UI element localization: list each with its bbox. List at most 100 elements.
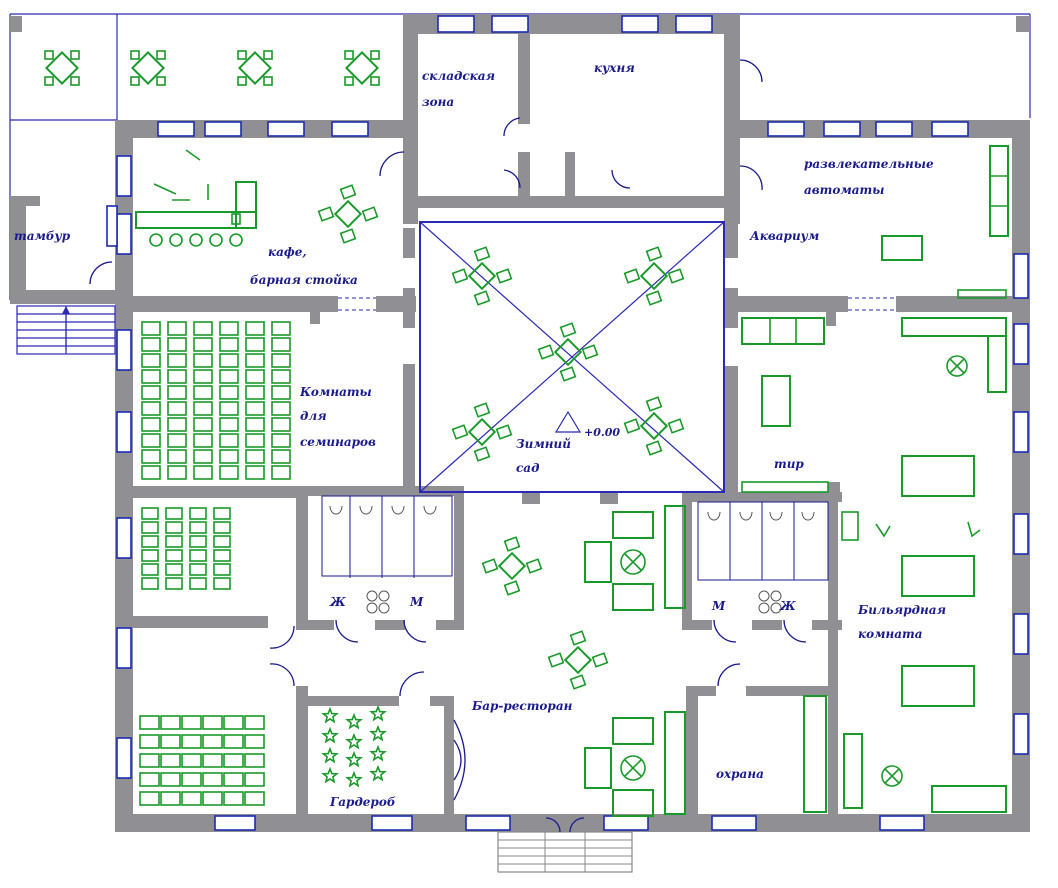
seminar-chair	[193, 353, 213, 368]
seminar-chair	[202, 772, 223, 787]
seminar-chair	[141, 353, 161, 368]
seminar-chair	[245, 417, 265, 432]
seminar-chair	[245, 337, 265, 352]
label-gaming-1: развлекательные	[804, 157, 934, 171]
hanger-star	[369, 704, 387, 722]
label-level-mark: +0.00	[584, 426, 620, 439]
terrace-tables	[44, 50, 380, 86]
seminar-chair	[271, 449, 291, 464]
label-service-2: зона	[422, 95, 454, 109]
seminar-chair	[141, 577, 159, 590]
seminar-chair	[245, 465, 265, 480]
terrace-table	[237, 50, 273, 86]
seminar-chair	[271, 465, 291, 480]
label-winter-2: сад	[516, 461, 539, 475]
hanger-star	[345, 712, 363, 730]
seminar-chair	[167, 353, 187, 368]
label-aquarium: Аквариум	[749, 229, 819, 243]
seminar-chair	[223, 715, 244, 730]
seminar-chair	[245, 353, 265, 368]
seminar-chair	[223, 791, 244, 806]
seminar-chair	[213, 563, 231, 576]
label-cafe-2: барная стойка	[250, 273, 358, 287]
entrance-steps-south	[497, 831, 633, 873]
seminar-chair	[244, 715, 265, 730]
seminar-chair	[245, 369, 265, 384]
dining-table	[623, 396, 685, 456]
seminar-chair	[213, 507, 231, 520]
seminar-chair	[139, 734, 160, 749]
label-seminar-2: для	[300, 409, 327, 423]
label-wc-zh-right: Ж	[779, 599, 796, 613]
hanger-star	[369, 764, 387, 782]
hanger-star	[369, 724, 387, 742]
seminar-chair	[181, 734, 202, 749]
seminar-chair	[219, 369, 239, 384]
seminar-chair	[271, 337, 291, 352]
seminar-chair	[202, 753, 223, 768]
hanger-star	[369, 744, 387, 762]
label-guard: охрана	[716, 767, 764, 781]
seminar-chair	[189, 521, 207, 534]
seminar-chair	[139, 772, 160, 787]
hanger-star	[345, 770, 363, 788]
seminar-chair	[244, 791, 265, 806]
seminar-chair	[141, 507, 159, 520]
seminar-chair	[141, 385, 161, 400]
seminar-chair	[160, 772, 181, 787]
seminar-chair	[219, 337, 239, 352]
seminar-chair	[193, 337, 213, 352]
label-wc-zh-left: Ж	[329, 595, 346, 609]
seminar-chair	[219, 401, 239, 416]
seminar-chair	[165, 577, 183, 590]
seminar-chair	[141, 449, 161, 464]
label-billiard-2: комната	[858, 627, 923, 641]
seminar-chair	[223, 734, 244, 749]
label-bar: Бар-ресторан	[471, 699, 573, 713]
label-cafe-1: кафе,	[268, 245, 307, 259]
seminar-chair	[160, 734, 181, 749]
seminar-chair	[141, 337, 161, 352]
seminar-chair	[167, 433, 187, 448]
seminar-chair	[181, 753, 202, 768]
seminar-chair	[160, 791, 181, 806]
seminar-chair	[160, 753, 181, 768]
seminar-chair	[271, 321, 291, 336]
seminar-chair	[165, 535, 183, 548]
seminar-chair	[213, 549, 231, 562]
hanger-star	[321, 706, 339, 724]
seminar-chair	[189, 549, 207, 562]
label-wc-m-right: М	[711, 599, 726, 613]
seminar-chair	[181, 772, 202, 787]
seminar-chair	[219, 321, 239, 336]
seminar-chair	[141, 521, 159, 534]
doors	[89, 59, 807, 833]
seminar-chair	[165, 563, 183, 576]
entry-arrow-icon	[62, 306, 70, 350]
seminar-chair	[167, 401, 187, 416]
label-wc-m-left: М	[409, 595, 424, 609]
label-tir: тир	[774, 457, 804, 471]
dining-table	[451, 402, 513, 462]
seminar-chair	[167, 385, 187, 400]
label-billiard-1: Бильярдная	[857, 603, 946, 617]
seminar-chair	[219, 385, 239, 400]
seminar-chair	[165, 549, 183, 562]
bar-counter	[135, 149, 257, 247]
seminar-chair	[141, 401, 161, 416]
hanger-star	[321, 726, 339, 744]
openings	[338, 297, 896, 311]
seminar-chair	[244, 772, 265, 787]
winter-garden	[419, 221, 725, 493]
dining-table	[451, 246, 513, 306]
seminar-chair	[181, 715, 202, 730]
cloakroom-hangers	[321, 704, 387, 788]
seminar-chair	[271, 369, 291, 384]
label-winter-1: Зимний	[516, 437, 571, 451]
seminar-chair	[160, 715, 181, 730]
seminar-chair	[189, 577, 207, 590]
label-seminar-1: Комнаты	[299, 385, 372, 399]
seminar-chair	[189, 563, 207, 576]
seminar-chair	[213, 577, 231, 590]
